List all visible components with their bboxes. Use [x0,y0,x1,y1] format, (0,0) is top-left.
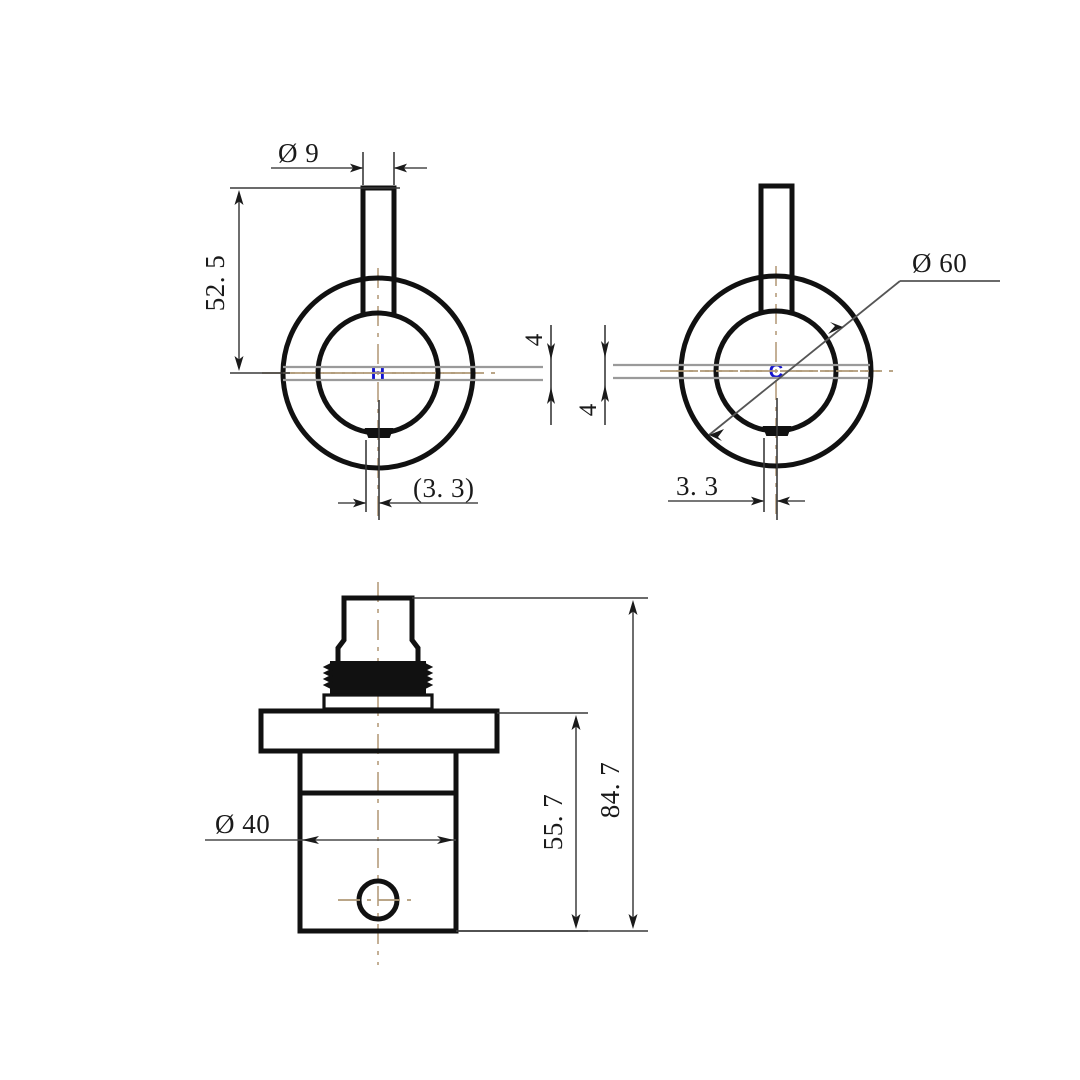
dim-847-group: 84. 7 [412,597,648,932]
gap4a-arrow-bottom [547,387,555,404]
section-flange [258,708,500,754]
dim-gap4-left-group: 4 [521,325,555,425]
dim-557-group: 55. 7 [456,712,588,932]
dim-gap4-right-group: 4 [575,325,609,425]
gap4a-label: 4 [521,333,548,346]
gap4a-arrow-top [547,343,555,360]
dim-33p-group: (3. 3) [338,400,478,520]
dia60-leader-diagonal [708,280,901,436]
gap4b-arrow-bottom [601,385,609,402]
dim525-label: 52. 5 [200,255,230,312]
dim-33-group: 3. 3 [668,398,805,520]
section-view-group [258,582,500,965]
section-thread-serration-right [422,662,434,690]
section-body [297,790,459,934]
left-view-group: H [262,185,543,520]
dim33p-label: (3. 3) [413,473,474,503]
dia9-label: Ø 9 [278,138,319,168]
right-stem-outline [758,183,795,314]
gap4b-label: 4 [575,403,602,416]
dim525-arrow-top [234,190,244,205]
dia40-arrow-right [437,836,454,844]
dim-525-group: 52. 5 [200,187,400,374]
dia60-label: Ø 60 [912,248,967,278]
dim557-label: 55. 7 [538,794,568,851]
section-thread-serration-left [322,662,334,690]
dim847-label: 84. 7 [595,762,625,819]
dim-dia60-group: Ø 60 [708,248,1000,441]
dia40-label: Ø 40 [215,809,270,839]
dim-dia9-group: Ø 9 [271,138,427,185]
dim847-arrow-bottom [628,914,638,929]
dim557-arrow-bottom [571,914,581,929]
dia40-arrow-left [302,836,319,844]
dia60-arrow-lower [709,429,724,441]
section-neck [297,748,459,798]
left-stem-outline [360,185,397,316]
section-stem-outline [335,595,421,671]
right-view-group: C [613,183,900,520]
dim557-arrow-top [571,715,581,730]
gap4b-arrow-top [601,341,609,358]
dim33-label: 3. 3 [676,471,719,501]
dim847-arrow-top [628,600,638,615]
dim-dia40-group: Ø 40 [205,809,456,844]
section-thread-collar [330,661,426,695]
dia60-arrow-upper [828,322,843,334]
dim525-arrow-bottom [234,356,244,371]
